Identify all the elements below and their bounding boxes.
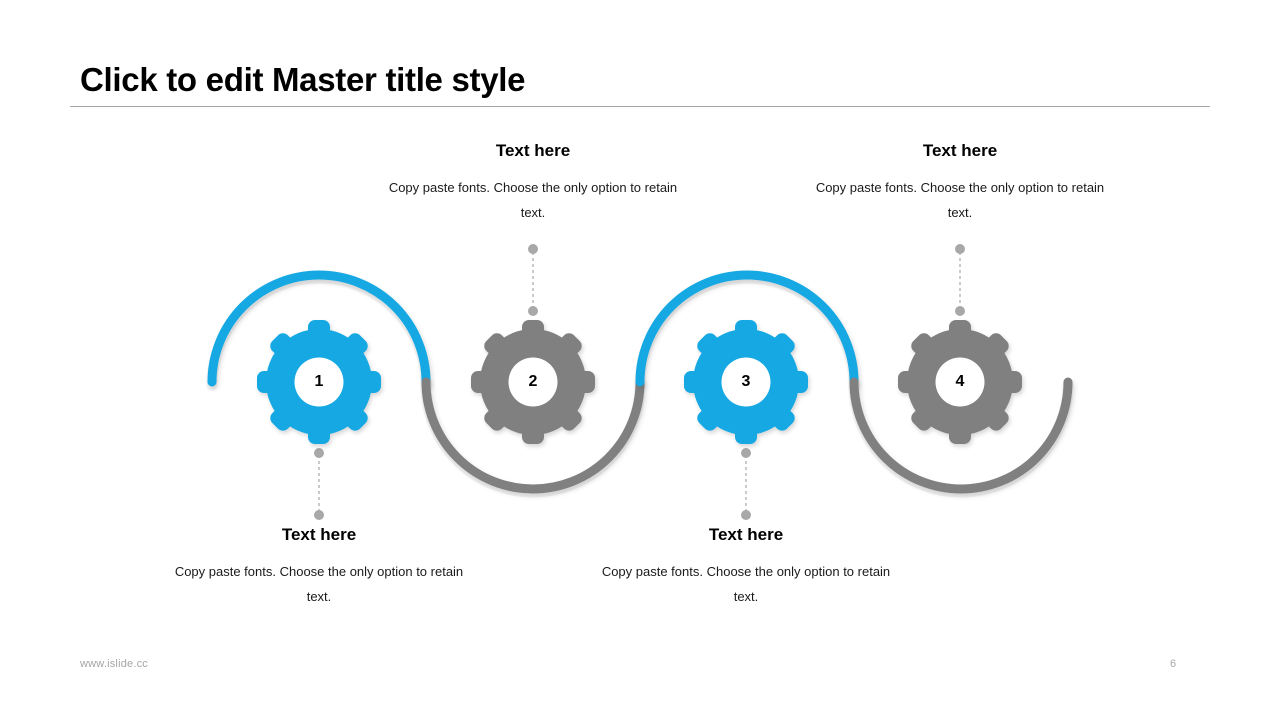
gear-number-3: 3 [741,373,751,390]
text-block-body-2[interactable]: Copy paste fonts. Choose the only option… [388,179,678,221]
text-block-step-3: Text here Copy paste fonts. Choose the o… [596,525,896,609]
connector-dot-bottom [528,306,538,316]
text-block-heading-1[interactable]: Text here [281,525,357,544]
connector-dot-top [955,244,965,254]
text-block-body-3[interactable]: Copy paste fonts. Choose the only option… [601,563,891,605]
connector-step-4 [955,244,965,316]
connector-dot-top [741,448,751,458]
connector-dot-bottom [955,306,965,316]
connector-dot-top [314,448,324,458]
connector-step-2 [528,244,538,316]
connector-step-3 [741,448,751,520]
connector-step-1 [314,448,324,520]
text-block-step-4: Text here Copy paste fonts. Choose the o… [810,141,1110,225]
text-block-step-2: Text here Copy paste fonts. Choose the o… [383,141,683,225]
text-block-heading-4[interactable]: Text here [922,141,998,160]
text-block-heading-3[interactable]: Text here [708,525,784,544]
title-divider [70,106,1210,107]
gear-number-1: 1 [314,373,324,390]
page-title[interactable]: Click to edit Master title style [80,61,526,98]
connector-dot-bottom [314,510,324,520]
gear-number-4: 4 [955,373,965,390]
text-block-heading-2[interactable]: Text here [495,141,571,160]
text-block-body-4[interactable]: Copy paste fonts. Choose the only option… [815,179,1105,221]
connector-dot-bottom [741,510,751,520]
text-block-step-1: Text here Copy paste fonts. Choose the o… [169,525,469,609]
text-block-body-1[interactable]: Copy paste fonts. Choose the only option… [174,563,464,605]
footer-url[interactable]: www.islide.cc [80,658,149,670]
connector-dot-top [528,244,538,254]
footer-page-number: 6 [1170,658,1177,670]
gear-number-2: 2 [528,373,538,390]
